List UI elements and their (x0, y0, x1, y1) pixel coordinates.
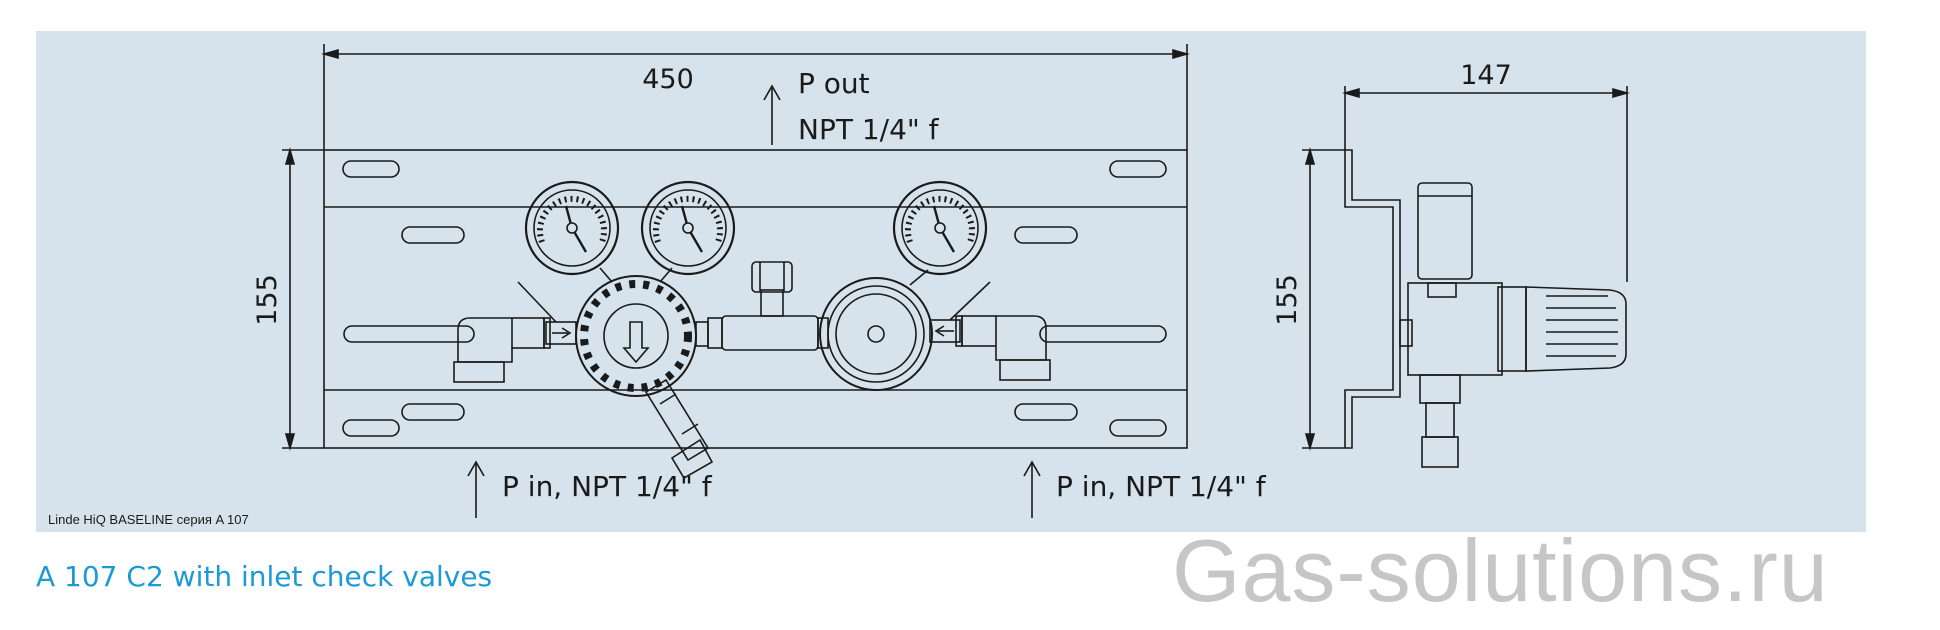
lower-fitting (644, 378, 714, 480)
gauge-1 (524, 180, 620, 276)
side-gauge (1417, 182, 1473, 280)
outlet-arrow (763, 84, 781, 145)
width-dimension-label: 450 (642, 64, 694, 95)
inlet-right-arrow (1023, 460, 1041, 518)
width-dimension-line (321, 44, 1190, 150)
side-bracket (1344, 149, 1401, 449)
front-view: 450 155 (252, 44, 1267, 518)
inlet-right-label: P in, NPT 1/4" f (1056, 470, 1267, 503)
side-regulator (1399, 282, 1627, 376)
depth-dimension-line (1342, 86, 1630, 282)
outlet-thread-label: NPT 1/4" f (798, 113, 940, 146)
outlet-label: P out (798, 67, 870, 100)
side-lower-fitting (1419, 374, 1461, 468)
inlet-left-arrow (467, 460, 485, 518)
gauge-3 (892, 180, 988, 276)
side-height-dimension-label: 155 (1272, 274, 1303, 326)
inlet-left-label: P in, NPT 1/4" f (502, 470, 713, 503)
right-check-valve (929, 281, 1051, 381)
right-regulator (819, 277, 933, 391)
depth-dimension-label: 147 (1460, 60, 1512, 91)
height-dimension-label: 155 (252, 274, 283, 326)
source-note: Linde HiQ BASELINE серия A 107 (48, 512, 249, 527)
side-height-dimension-line (1302, 147, 1345, 451)
gauge-2 (640, 180, 736, 276)
height-dimension-line (282, 147, 324, 451)
left-regulator (575, 275, 697, 397)
left-check-valve (453, 281, 577, 383)
center-tee (695, 261, 829, 351)
side-view: 147 155 (1272, 60, 1630, 468)
mounting-plate (323, 149, 1188, 449)
figure-caption: A 107 C2 with inlet check valves (36, 560, 493, 593)
watermark: Gas-solutions.ru (1172, 521, 1829, 620)
